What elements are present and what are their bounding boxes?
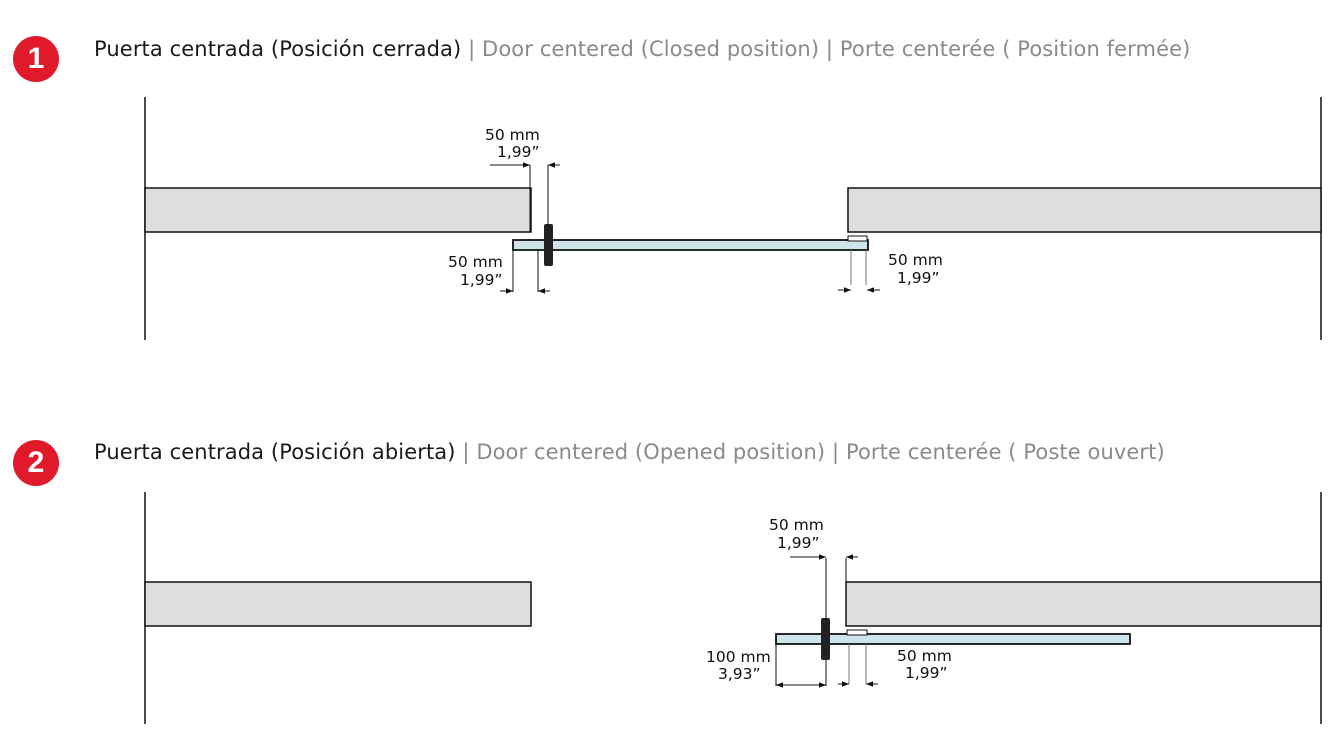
dim-right-inch: 1,99” [905,664,948,682]
glass-door [775,633,1131,645]
dim-top-mm: 50 mm [485,126,540,144]
section-2-title-fr: Porte centerée ( Poste ouvert) [845,440,1165,464]
section-1-title-en: Door centered (Closed position) [482,37,820,61]
wall-panel-right [845,581,1322,627]
section-1-separator-1: | [468,37,476,61]
section-2-separator-1: | [462,440,470,464]
section-1-title-es: Puerta centrada (Posición cerrada) [94,37,462,61]
step-number-badge-2: 2 [13,440,59,486]
wall-panel-right [847,187,1322,233]
diagram-opened-position: 50 mm 1,99” 100 mm 3,93” 50 mm 1,99” [144,492,1322,724]
section-2-title: Puerta centrada (Posición abierta) | Doo… [94,440,1165,464]
section-1-separator-2: | [825,37,834,61]
dim-left-mm: 50 mm [448,253,503,271]
door-stop-block [846,629,868,636]
dim-right-mm: 50 mm [897,647,952,665]
section-1-title-fr: Porte centerée ( Position fermée) [839,37,1191,61]
dim-left-inch: 1,99” [460,271,503,289]
wall-panel-left [144,187,532,233]
section-1-title: Puerta centrada (Posición cerrada) | Doo… [94,37,1190,61]
section-2-separator-2: | [831,440,840,464]
section-2-title-es: Puerta centrada (Posición abierta) [94,440,456,464]
dim-left-mm: 100 mm [706,648,771,666]
dim-top-mm: 50 mm [769,516,824,534]
door-handle-knob [821,618,830,660]
dim-right-mm: 50 mm [888,251,943,269]
door-stop-block [847,235,868,242]
wall-panel-left [144,581,532,627]
dim-top-inch: 1,99” [777,534,820,552]
door-handle-knob [544,224,553,266]
dim-top-inch: 1,99” [497,143,540,161]
step-number-badge-1: 1 [13,36,59,82]
dim-right-inch: 1,99” [897,269,940,287]
section-2-title-en: Door centered (Opened position) [476,440,826,464]
dim-left-inch: 3,93” [718,665,761,683]
glass-door [512,239,869,251]
diagram-closed-position: 50 mm 1,99” 50 mm 1,99” 50 mm 1,99” [144,97,1322,340]
